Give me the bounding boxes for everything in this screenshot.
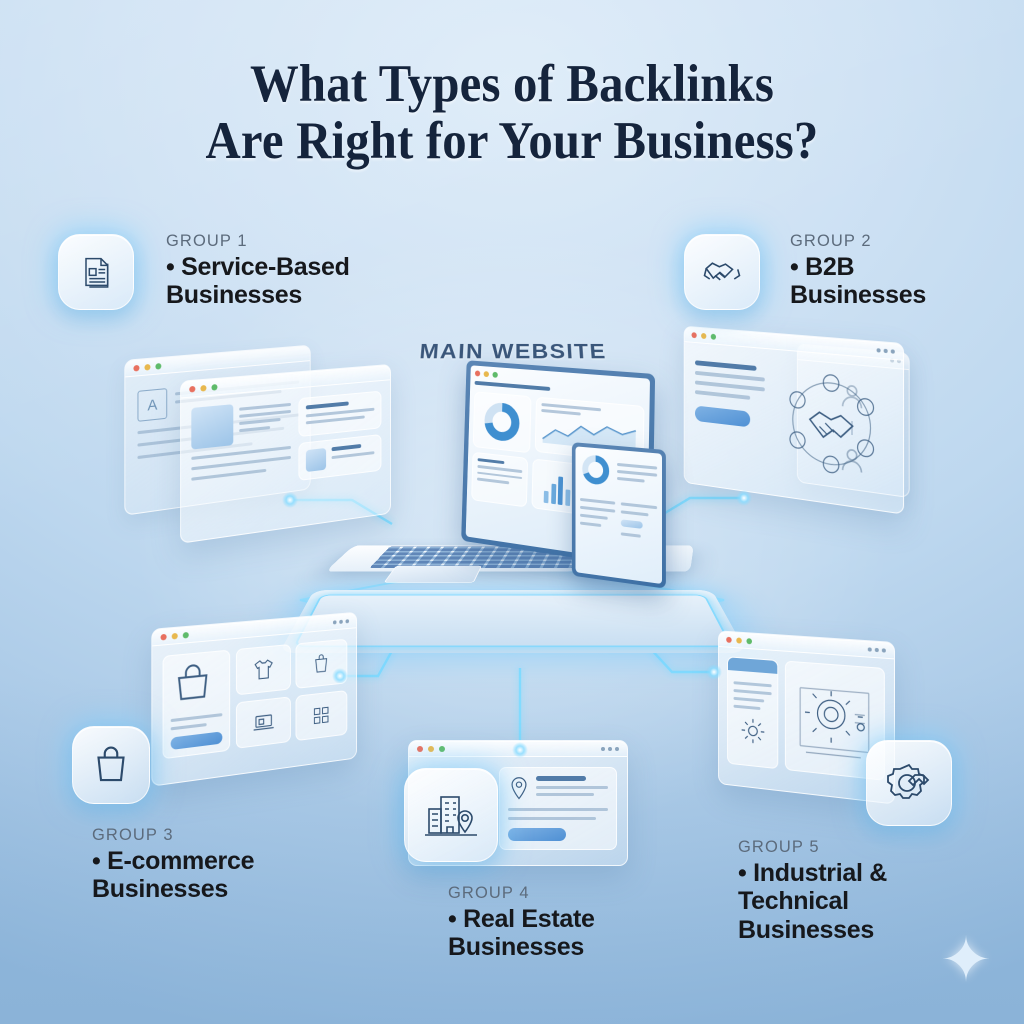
panel-body (409, 757, 627, 860)
window-menu-icon (601, 746, 619, 751)
laptop-screen (461, 360, 656, 570)
close-dot-icon (417, 745, 423, 752)
document-article-icon-tile (58, 234, 134, 310)
group-label-3: GROUP 3 E-commerce Businesses (92, 826, 254, 904)
technical-blueprint-icon (793, 669, 877, 772)
group-label-1: GROUP 1 Service-Based Businesses (166, 232, 350, 310)
laptop-trackpad (383, 565, 483, 583)
handshake-icon (703, 262, 741, 281)
qr-grid-icon (310, 702, 332, 728)
letter-a-icon: A (137, 388, 168, 422)
minimize-dot-icon (171, 632, 178, 640)
shopping-bag-icon-tile (72, 726, 150, 804)
minimize-dot-icon (200, 384, 207, 392)
product-tile-bag[interactable] (295, 638, 348, 689)
close-dot-icon (474, 370, 481, 377)
group-number: GROUP 5 (738, 838, 820, 856)
building-location-pin-icon-tile (404, 768, 498, 862)
product-tile-qr[interactable] (295, 689, 348, 741)
shopping-bag-icon (171, 659, 215, 709)
tablet-device (571, 442, 666, 589)
group-number: GROUP 2 (790, 232, 872, 250)
group-name: E-commerce Businesses (92, 847, 254, 904)
donut-chart-icon (483, 400, 522, 444)
building-location-pin-icon (425, 796, 477, 836)
page-title-line-1: What Types of Backlinks (249, 55, 775, 113)
maximize-dot-icon (155, 362, 162, 370)
shopping-bag-icon (97, 746, 125, 782)
panel-titlebar (409, 741, 627, 757)
group-name: B2B Businesses (790, 253, 926, 310)
product-tile-shirt[interactable] (235, 643, 291, 696)
document-article-icon (85, 257, 109, 288)
close-dot-icon (160, 633, 167, 641)
minimize-dot-icon (736, 636, 742, 644)
line-chart-widget (534, 396, 645, 464)
tshirt-icon (251, 655, 276, 683)
donut-chart-icon (580, 452, 611, 489)
close-dot-icon (133, 364, 140, 372)
text-widget (471, 451, 528, 508)
gear-wrench-icon (887, 763, 930, 799)
window-menu-icon (867, 646, 886, 653)
donut-chart-widget (472, 391, 532, 454)
view-listing-button[interactable] (507, 828, 566, 841)
window-menu-icon (876, 347, 895, 354)
panel-body (152, 628, 356, 771)
article-thumbnail (191, 404, 234, 450)
main-website-device-group (268, 318, 758, 698)
gear-icon (739, 715, 767, 747)
window-menu-icon (332, 618, 350, 624)
laptop-icon (251, 707, 276, 736)
minimize-dot-icon (144, 363, 151, 371)
b2b-network-handshake-icon (774, 362, 891, 489)
maximize-dot-icon (211, 383, 218, 391)
maximize-dot-icon (492, 371, 498, 378)
close-dot-icon (189, 385, 196, 393)
featured-product-card (162, 649, 231, 760)
panel-ecommerce (151, 611, 358, 787)
dashboard (465, 365, 651, 564)
product-tile-laptop[interactable] (235, 695, 291, 749)
page-title-line-2: Are Right for Your Business? (205, 111, 819, 170)
maximize-dot-icon (746, 637, 753, 644)
line-chart-icon (540, 417, 638, 453)
group-name: Service-Based Businesses (166, 253, 350, 310)
group-label-5: GROUP 5 Industrial & Technical Businesse… (738, 838, 887, 944)
group-number: GROUP 1 (166, 232, 248, 250)
group-label-4: GROUP 4 Real Estate Businesses (448, 884, 595, 962)
group-label-2: GROUP 2 B2B Businesses (790, 232, 926, 310)
handshake-icon-tile (684, 234, 760, 310)
sidebar-list-card (727, 656, 779, 770)
map-pin-icon (511, 777, 527, 800)
group-name: Real Estate Businesses (448, 905, 595, 962)
group-name: Industrial & Technical Businesses (738, 859, 887, 944)
page-title: What Types of Backlinks Are Right for Yo… (0, 56, 1024, 169)
listing-card (498, 767, 617, 850)
minimize-dot-icon (483, 371, 490, 378)
shopping-bag-icon (310, 651, 332, 677)
maximize-dot-icon (439, 745, 445, 752)
group-number: GROUP 4 (448, 884, 530, 902)
gear-wrench-icon-tile (866, 740, 952, 826)
buy-button[interactable] (170, 731, 223, 751)
minimize-dot-icon (428, 745, 434, 752)
tablet-screen (575, 446, 662, 585)
close-dot-icon (726, 636, 732, 643)
sparkle-decoration: ✦ (940, 926, 992, 995)
maximize-dot-icon (182, 631, 189, 639)
group-number: GROUP 3 (92, 826, 174, 844)
